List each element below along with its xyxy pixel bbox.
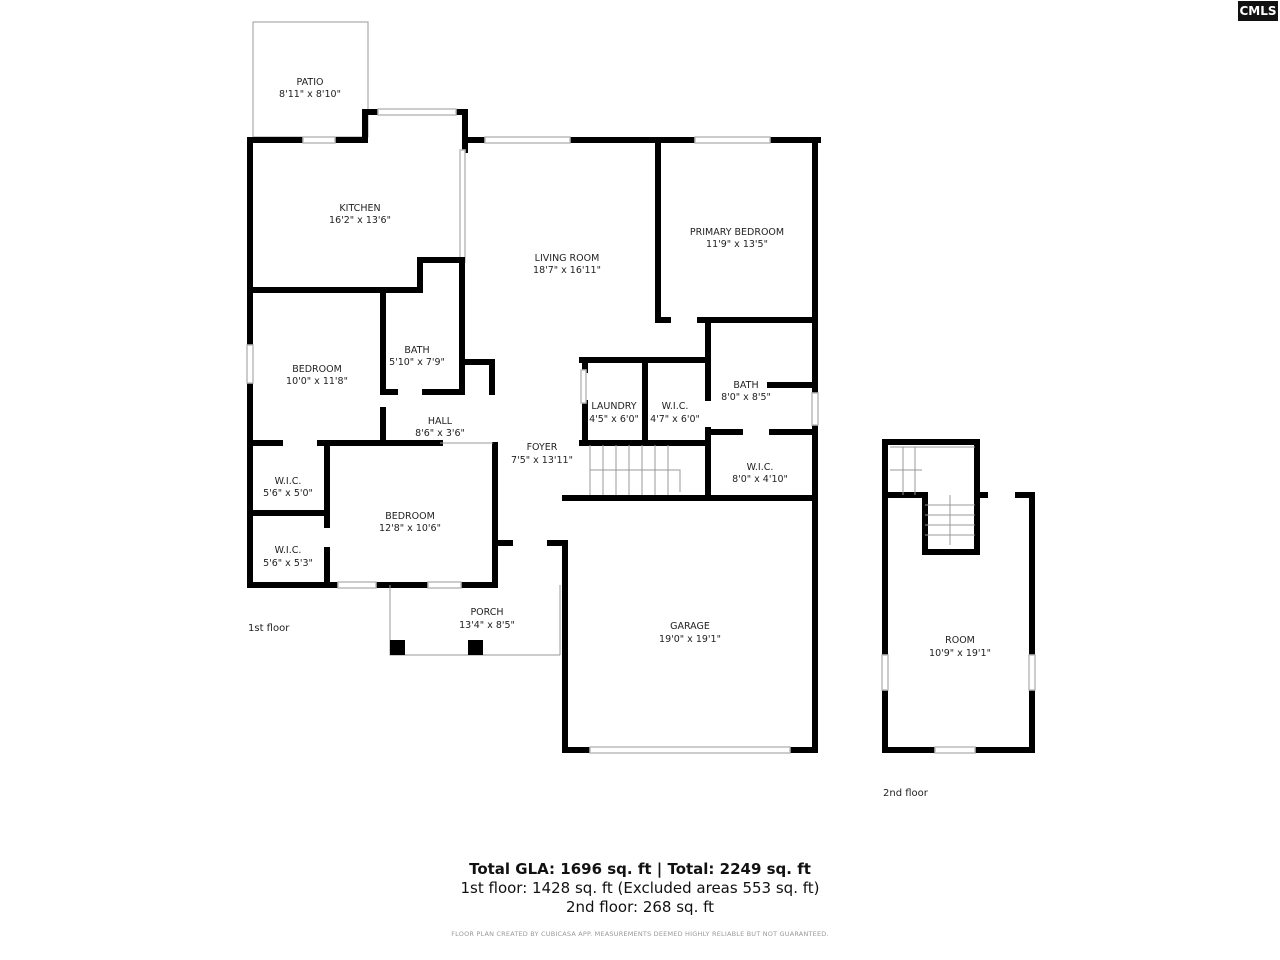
room-dims: 11'9" x 13'5" [706,239,768,250]
first-floor-area: 1st floor: 1428 sq. ft (Excluded areas 5… [460,879,820,897]
room-name: W.I.C. [662,401,689,412]
total-area: Total GLA: 1696 sq. ft | Total: 2249 sq.… [469,860,811,878]
second-floor-labels: ROOM 10'9" x 19'1" 2nd floor [883,635,991,799]
room-dims: 8'11" x 8'10" [279,89,341,100]
room-name: W.I.C. [275,476,302,487]
room-name: W.I.C. [747,462,774,473]
room-name: GARAGE [670,621,710,632]
room-name: KITCHEN [339,203,380,214]
room-dims: 5'6" x 5'0" [263,488,313,499]
room-dims: 10'9" x 19'1" [929,648,991,659]
room-dims: 19'0" x 19'1" [659,634,721,645]
room-dims: 13'4" x 8'5" [459,620,515,631]
cmls-logo: CMLS [1238,1,1278,21]
room-dims: 12'8" x 10'6" [379,523,441,534]
room-name: PRIMARY BEDROOM [690,227,784,238]
floor-label-first: 1st floor [248,623,290,634]
area-summary: Total GLA: 1696 sq. ft | Total: 2249 sq.… [0,860,1280,938]
room-name: BEDROOM [292,364,342,375]
room-dims: 8'0" x 4'10" [732,474,788,485]
room-name: LAUNDRY [591,401,636,412]
room-name: PORCH [470,607,503,618]
room-name: FOYER [527,442,558,453]
room-name: PATIO [297,77,324,88]
room-name: ROOM [945,635,975,646]
room-dims: 4'5" x 6'0" [589,414,639,425]
room-name: LIVING ROOM [535,253,600,264]
room-name: BATH [404,345,429,356]
first-floor-walls [246,21,821,754]
room-dims: 4'7" x 6'0" [650,414,700,425]
room-dims: 10'0" x 11'8" [286,376,348,387]
second-floor-area: 2nd floor: 268 sq. ft [565,898,715,916]
floor-label-second: 2nd floor [883,788,929,799]
room-name: BEDROOM [385,511,435,522]
room-name: W.I.C. [275,545,302,556]
room-dims: 18'7" x 16'11" [533,265,601,276]
room-dims: 16'2" x 13'6" [329,215,391,226]
disclaimer: FLOOR PLAN CREATED BY CUBICASA APP. MEAS… [451,930,829,938]
room-dims: 5'6" x 5'3" [263,558,313,569]
second-floor-walls [881,439,1036,754]
room-dims: 5'10" x 7'9" [389,357,445,368]
room-name: BATH [733,380,758,391]
room-name: HALL [428,416,453,427]
room-dims: 7'5" x 13'11" [511,455,573,466]
first-floor-labels: PATIO 8'11" x 8'10" KITCHEN 16'2" x 13'6… [248,77,788,645]
room-dims: 8'0" x 8'5" [721,392,771,403]
room-dims: 8'6" x 3'6" [415,428,465,439]
